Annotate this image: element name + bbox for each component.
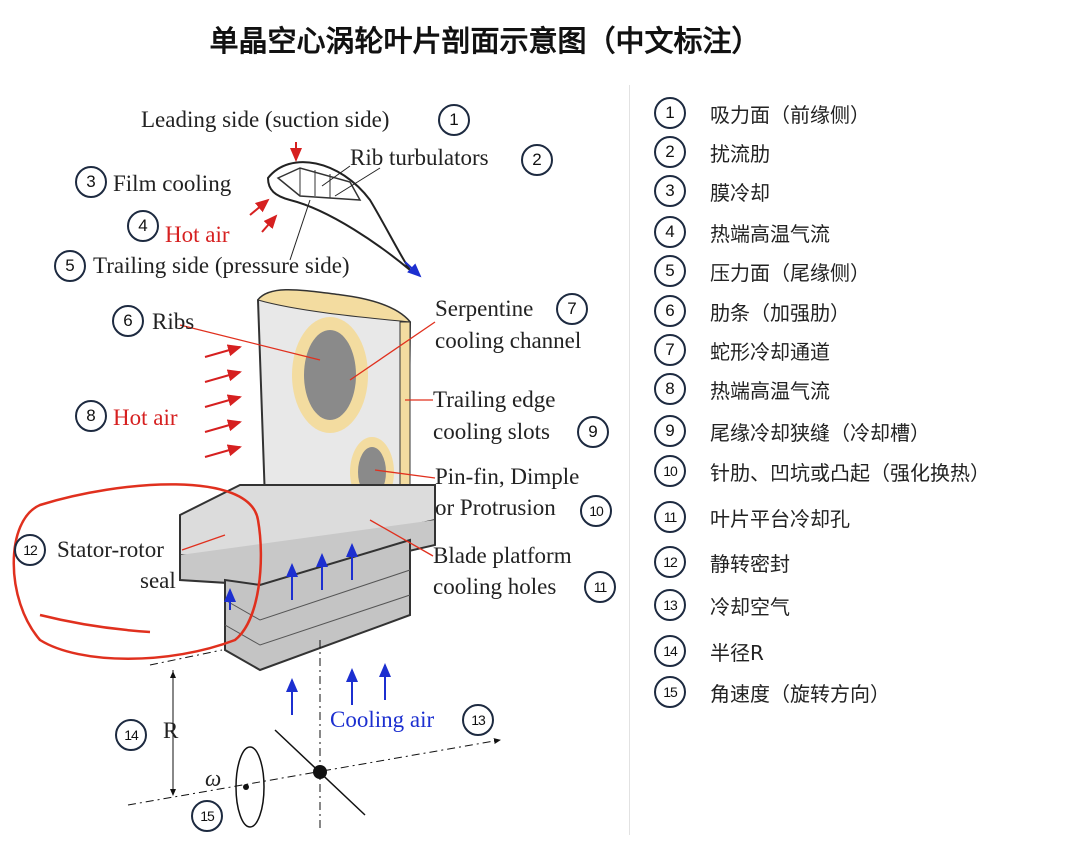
legend-text: 膜冷却	[710, 180, 770, 205]
label-film-cooling: Film cooling	[113, 171, 232, 196]
label-trailing-edge-2: cooling slots	[433, 419, 550, 444]
callout-3: 3	[75, 166, 107, 198]
legend-text: 尾缘冷却狭缝（冷却槽）	[710, 420, 930, 445]
label-trailing-edge-1: Trailing edge	[433, 387, 556, 412]
legend-text: 针肋、凹坑或凸起（强化换热）	[710, 460, 990, 485]
legend-text: 静转密封	[710, 551, 790, 576]
label-hot-air-top: Hot air	[165, 222, 230, 247]
hot-air-arrows	[204, 344, 242, 458]
legend-text: 半径R	[710, 640, 764, 665]
callout-12: 12	[14, 534, 46, 566]
callout-6: 6	[112, 305, 144, 337]
callout-4: 4	[127, 210, 159, 242]
legend-item: 15 角速度（旋转方向）	[654, 676, 890, 708]
label-cooling-air: Cooling air	[330, 707, 435, 732]
legend-item: 9 尾缘冷却狭缝（冷却槽）	[654, 415, 930, 447]
callout-7: 7	[556, 293, 588, 325]
legend-item: 6 肋条（加强肋）	[654, 295, 850, 327]
legend-item: 3 膜冷却	[654, 175, 770, 207]
label-platform-1: Blade platform	[433, 543, 572, 568]
label-radius: R	[163, 718, 179, 743]
legend-item: 14 半径R	[654, 635, 764, 667]
legend-text: 角速度（旋转方向）	[710, 681, 890, 706]
label-rib-turbulators: Rib turbulators	[350, 145, 489, 170]
callout-13: 13	[462, 704, 494, 736]
label-stator-rotor-2: seal	[140, 568, 176, 593]
legend-item: 13 冷却空气	[654, 589, 790, 621]
callout-14: 14	[115, 719, 147, 751]
label-serpentine-1: Serpentine	[435, 296, 534, 321]
callout-15: 15	[191, 800, 223, 832]
blade-body	[179, 289, 436, 672]
cooling-air-arrows	[224, 543, 391, 715]
legend-number: 7	[654, 334, 686, 366]
airfoil-section	[249, 142, 422, 278]
callout-9: 9	[577, 416, 609, 448]
legend-item: 8 热端高温气流	[654, 373, 830, 405]
legend-number: 15	[654, 676, 686, 708]
legend-text: 热端高温气流	[710, 221, 830, 246]
legend-item: 4 热端高温气流	[654, 216, 830, 248]
legend-number: 10	[654, 455, 686, 487]
callout-1: 1	[438, 104, 470, 136]
label-ribs: Ribs	[152, 309, 195, 334]
legend-item: 1 吸力面（前缘侧）	[654, 97, 870, 129]
callout-8: 8	[75, 400, 107, 432]
legend-text: 压力面（尾缘侧）	[710, 260, 870, 285]
label-trailing-side: Trailing side (pressure side)	[93, 253, 350, 278]
legend-text: 蛇形冷却通道	[710, 339, 830, 364]
legend-item: 11 叶片平台冷却孔	[654, 501, 850, 533]
legend-number: 6	[654, 295, 686, 327]
label-pinfin-1: Pin-fin, Dimple	[435, 464, 580, 489]
legend-number: 11	[654, 501, 686, 533]
label-pinfin-2: or Protrusion	[435, 495, 556, 520]
legend-number: 8	[654, 373, 686, 405]
legend-number: 3	[654, 175, 686, 207]
legend-item: 5 压力面（尾缘侧）	[654, 255, 870, 287]
turbine-blade-diagram	[12, 142, 501, 830]
legend-text: 吸力面（前缘侧）	[710, 102, 870, 127]
legend-number: 1	[654, 97, 686, 129]
legend-text: 肋条（加强肋）	[710, 300, 850, 325]
callout-2: 2	[521, 144, 553, 176]
legend-number: 9	[654, 415, 686, 447]
legend-text: 冷却空气	[710, 594, 790, 619]
divider	[629, 85, 630, 835]
label-stator-rotor-1: Stator-rotor	[57, 537, 164, 562]
legend-number: 5	[654, 255, 686, 287]
legend-number: 13	[654, 589, 686, 621]
red-circle-annotation	[12, 483, 263, 660]
label-hot-air-mid: Hot air	[113, 405, 178, 430]
legend-item: 7 蛇形冷却通道	[654, 334, 830, 366]
legend-number: 12	[654, 546, 686, 578]
legend-text: 叶片平台冷却孔	[710, 506, 850, 531]
legend-text: 热端高温气流	[710, 378, 830, 403]
legend-item: 12 静转密封	[654, 546, 790, 578]
legend-number: 14	[654, 635, 686, 667]
rotation-axis	[127, 640, 501, 830]
label-leading-side: Leading side (suction side)	[141, 107, 390, 132]
callout-10: 10	[580, 495, 612, 527]
leader-lines	[179, 321, 436, 557]
label-platform-2: cooling holes	[433, 574, 557, 599]
label-omega: ω	[205, 766, 222, 791]
page-title: 单晶空心涡轮叶片剖面示意图（中文标注）	[209, 24, 761, 58]
callout-5: 5	[54, 250, 86, 282]
label-serpentine-2: cooling channel	[435, 328, 582, 353]
legend-item: 10 针肋、凹坑或凸起（强化换热）	[654, 455, 990, 487]
legend-text: 扰流肋	[710, 141, 770, 166]
legend-number: 2	[654, 136, 686, 168]
legend-item: 2 扰流肋	[654, 136, 770, 168]
legend-number: 4	[654, 216, 686, 248]
callout-11: 11	[584, 571, 616, 603]
